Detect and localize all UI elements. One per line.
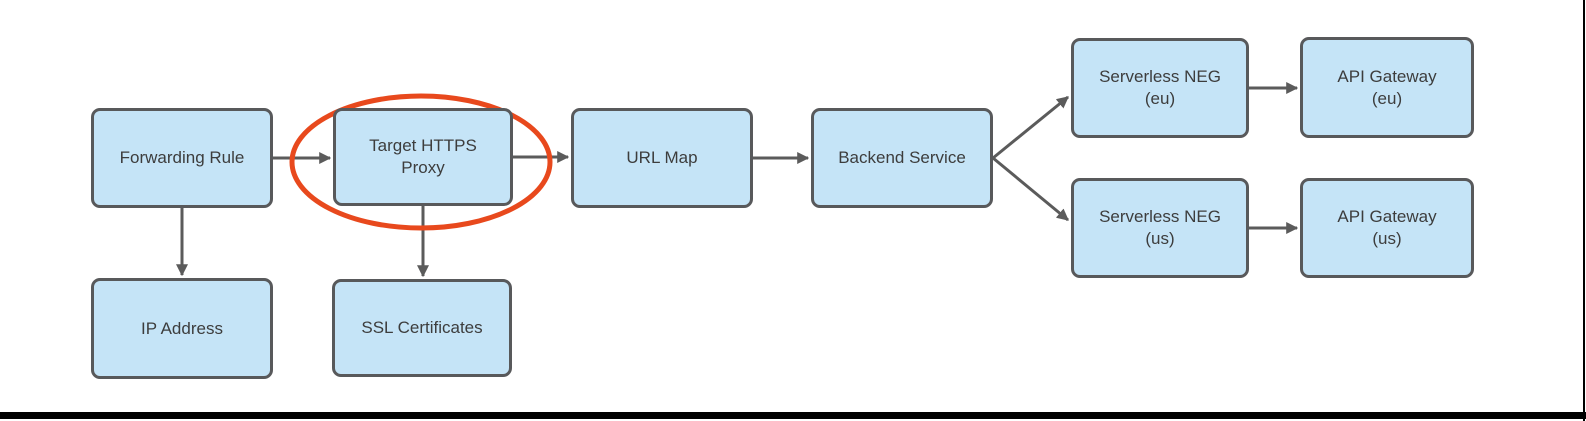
node-label: API Gateway — [1337, 66, 1437, 86]
node-url-map: URL Map — [571, 108, 753, 208]
node-label: IP Address — [141, 318, 223, 338]
node-label: Proxy — [401, 158, 445, 177]
node-label: URL Map — [626, 148, 698, 167]
node-ip-address: IP Address — [91, 278, 273, 379]
frame-right-edge — [1583, 0, 1585, 421]
node-target-https-proxy: Target HTTPS Proxy — [333, 108, 513, 206]
node-label: SSL Certificates — [361, 318, 483, 337]
node-label: (eu) — [1144, 89, 1176, 108]
node-label: (us) — [1372, 229, 1402, 248]
node-serverless-neg-eu: Serverless NEG (eu) — [1071, 38, 1249, 138]
edge-backend-service-to-serverless-neg-eu — [992, 95, 1069, 160]
node-api-gateway-eu: API Gateway (eu) — [1300, 37, 1474, 138]
node-label: Forwarding Rule — [119, 148, 245, 167]
node-label: Serverless NEG — [1099, 67, 1221, 86]
node-api-gateway-us: API Gateway (us) — [1300, 178, 1474, 278]
edge-backend-service-to-serverless-neg-us — [992, 156, 1069, 222]
node-forwarding-rule: Forwarding Rule — [91, 108, 273, 208]
node-label: (eu) — [1371, 88, 1403, 108]
node-label: Serverless NEG — [1099, 207, 1221, 226]
frame-bottom-bar — [0, 412, 1586, 419]
node-label: (us) — [1145, 229, 1175, 248]
node-ssl-certificates: SSL Certificates — [332, 279, 512, 377]
node-label: Target HTTPS — [369, 136, 477, 155]
node-serverless-neg-us: Serverless NEG (us) — [1071, 178, 1249, 278]
node-label: Backend Service — [838, 148, 966, 167]
node-label: API Gateway — [1337, 207, 1437, 226]
node-backend-service: Backend Service — [811, 108, 993, 208]
